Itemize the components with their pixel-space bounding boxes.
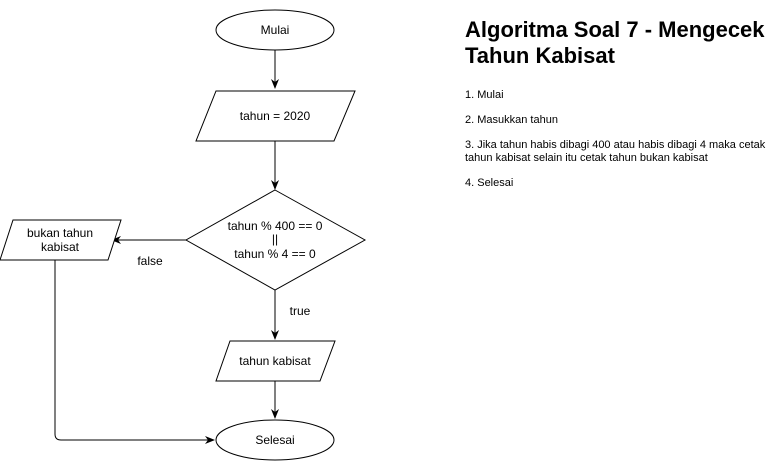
step-2: 2. Masukkan tahun bbox=[465, 114, 558, 126]
true-output-parallelogram: tahun kabisat bbox=[215, 340, 336, 382]
decision-line-3: tahun % 4 == 0 bbox=[234, 247, 316, 261]
connector-false-output-to-end bbox=[54, 260, 215, 444]
decision-diamond: tahun % 400 == 0 || tahun % 4 == 0 bbox=[184, 189, 367, 291]
true-output-label: tahun kabisat bbox=[239, 354, 311, 368]
input-parallelogram: tahun = 2020 bbox=[195, 90, 356, 142]
false-output-parallelogram: bukan tahun kabisat bbox=[0, 219, 122, 261]
algorithm-steps: 1. Mulai 2. Masukkan tahun 3. Jika tahun… bbox=[465, 89, 771, 202]
decision-line-2: || bbox=[272, 232, 278, 246]
false-output-line-1: bukan tahun bbox=[27, 226, 93, 240]
end-label: Selesai bbox=[255, 433, 294, 447]
true-edge-label: true bbox=[290, 304, 311, 318]
algorithm-title: Algoritma Soal 7 - Mengecek Tahun Kabisa… bbox=[465, 17, 765, 68]
step-4: 4. Selesai bbox=[465, 177, 514, 189]
step-3: 3. Jika tahun habis dibagi 400 atau habi… bbox=[465, 139, 766, 164]
false-edge-label: false bbox=[137, 254, 163, 268]
step-1: 1. Mulai bbox=[465, 89, 504, 101]
start-terminator: Mulai bbox=[215, 9, 335, 51]
input-label: tahun = 2020 bbox=[240, 109, 311, 123]
end-terminator: Selesai bbox=[215, 419, 335, 461]
decision-line-1: tahun % 400 == 0 bbox=[228, 219, 323, 233]
start-label: Mulai bbox=[261, 23, 290, 37]
false-output-line-2: kabisat bbox=[41, 240, 80, 254]
